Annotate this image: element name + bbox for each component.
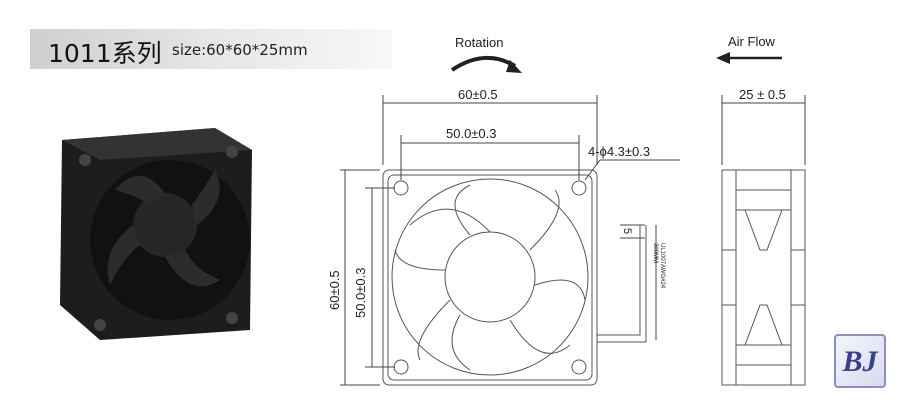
wire-spec-1: UL1007AWG#24 xyxy=(659,243,665,289)
airflow-arrow-icon xyxy=(716,52,782,64)
dim-lead-offset: 5 xyxy=(621,228,633,234)
size-label: size:60*60*25mm xyxy=(172,41,308,59)
dim-height-holes: 50.0±0.3 xyxy=(353,267,368,318)
side-view xyxy=(721,169,806,386)
front-view xyxy=(382,169,647,386)
fan-photo xyxy=(60,128,252,340)
dim-width-holes: 50.0±0.3 xyxy=(446,126,497,141)
series-title: 1011系列 xyxy=(48,39,162,68)
dim-height-outer: 60±0.5 xyxy=(327,270,342,310)
rotation-arrow-icon xyxy=(450,55,517,72)
brand-logo: BJ xyxy=(834,334,886,388)
wire-spec-2: 300MM xyxy=(652,243,658,263)
dim-hole-spec: 4-ϕ4.3±0.3 xyxy=(588,144,650,159)
title-bar: 1011系列 size:60*60*25mm xyxy=(30,29,392,69)
dim-width-outer: 60±0.5 xyxy=(458,87,498,102)
dim-depth: 25 ± 0.5 xyxy=(739,87,786,102)
rotation-label: Rotation xyxy=(455,35,503,50)
airflow-label: Air Flow xyxy=(728,34,776,49)
